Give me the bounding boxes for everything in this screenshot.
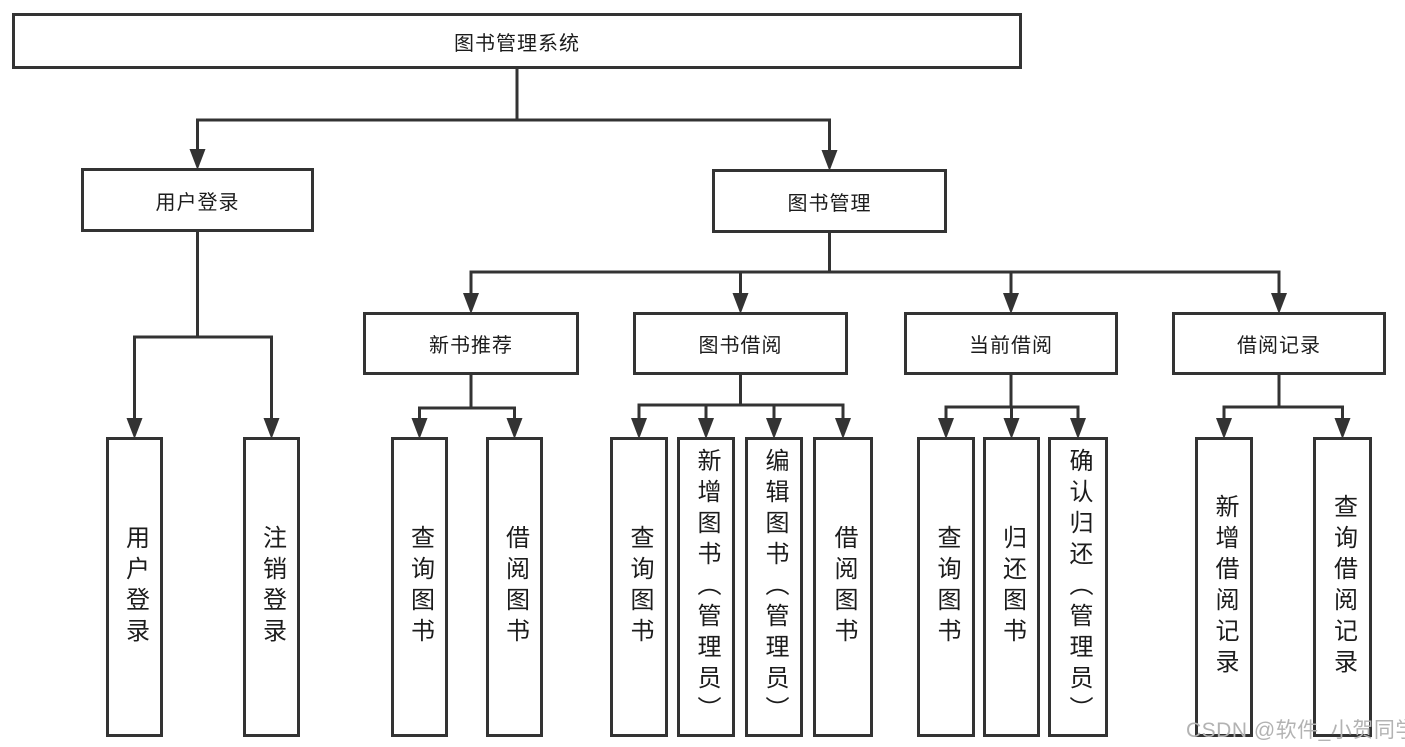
tree-node-label-bor-edit: 编辑图书（管理员） [761,447,788,727]
tree-node-recd-add: 新增借阅记录 [1195,437,1253,737]
tree-node-rec-borrow: 借阅图书 [486,437,543,737]
tree-node-label-recommend: 新书推荐 [429,335,513,357]
tree-node-records: 借阅记录 [1172,312,1386,375]
tree-node-label-cur-confirm: 确认归还（管理员） [1065,447,1092,727]
tree-node-login: 用户登录 [81,168,314,232]
tree-node-login-logout: 注销登录 [243,437,300,737]
tree-node-login-user: 用户登录 [106,437,163,737]
tree-node-bor-add: 新增图书（管理员） [677,437,735,737]
tree-node-cur-return: 归还图书 [983,437,1040,737]
tree-node-root: 图书管理系统 [12,13,1022,69]
tree-node-label-rec-query: 查询图书 [406,525,434,649]
tree-node-label-recd-query: 查询借阅记录 [1329,494,1357,680]
tree-node-label-rec-borrow: 借阅图书 [501,525,529,649]
tree-node-label-recd-add: 新增借阅记录 [1211,494,1238,680]
watermark: CSDN @软件_小贺同学 [1186,719,1405,742]
tree-node-mgmt: 图书管理 [712,169,947,233]
tree-node-label-login-user: 用户登录 [121,525,149,649]
tree-node-borrow: 图书借阅 [633,312,848,375]
tree-node-recd-query: 查询借阅记录 [1313,437,1372,737]
tree-node-rec-query: 查询图书 [391,437,448,737]
tree-node-label-records: 借阅记录 [1237,335,1321,357]
tree-node-label-current: 当前借阅 [969,335,1053,357]
tree-node-label-mgmt: 图书管理 [787,192,872,215]
tree-node-label-cur-query: 查询图书 [933,525,960,649]
tree-node-recommend: 新书推荐 [363,312,579,375]
tree-node-bor-edit: 编辑图书（管理员） [745,437,803,737]
tree-node-bor-borrow: 借阅图书 [813,437,873,737]
tree-node-label-login-logout: 注销登录 [258,525,286,649]
tree-node-bor-query: 查询图书 [610,437,668,737]
tree-node-cur-query: 查询图书 [917,437,975,737]
tree-node-label-root: 图书管理系统 [454,32,580,55]
tree-node-label-bor-borrow: 借阅图书 [830,525,857,649]
tree-node-label-bor-query: 查询图书 [626,525,653,649]
tree-node-label-login: 用户登录 [155,191,240,214]
tree-node-current: 当前借阅 [904,312,1118,375]
tree-node-label-cur-return: 归还图书 [998,525,1026,649]
tree-node-label-borrow: 图书借阅 [698,335,783,357]
tree-node-cur-confirm: 确认归还（管理员） [1048,437,1108,737]
tree-node-label-bor-add: 新增图书（管理员） [693,447,720,727]
